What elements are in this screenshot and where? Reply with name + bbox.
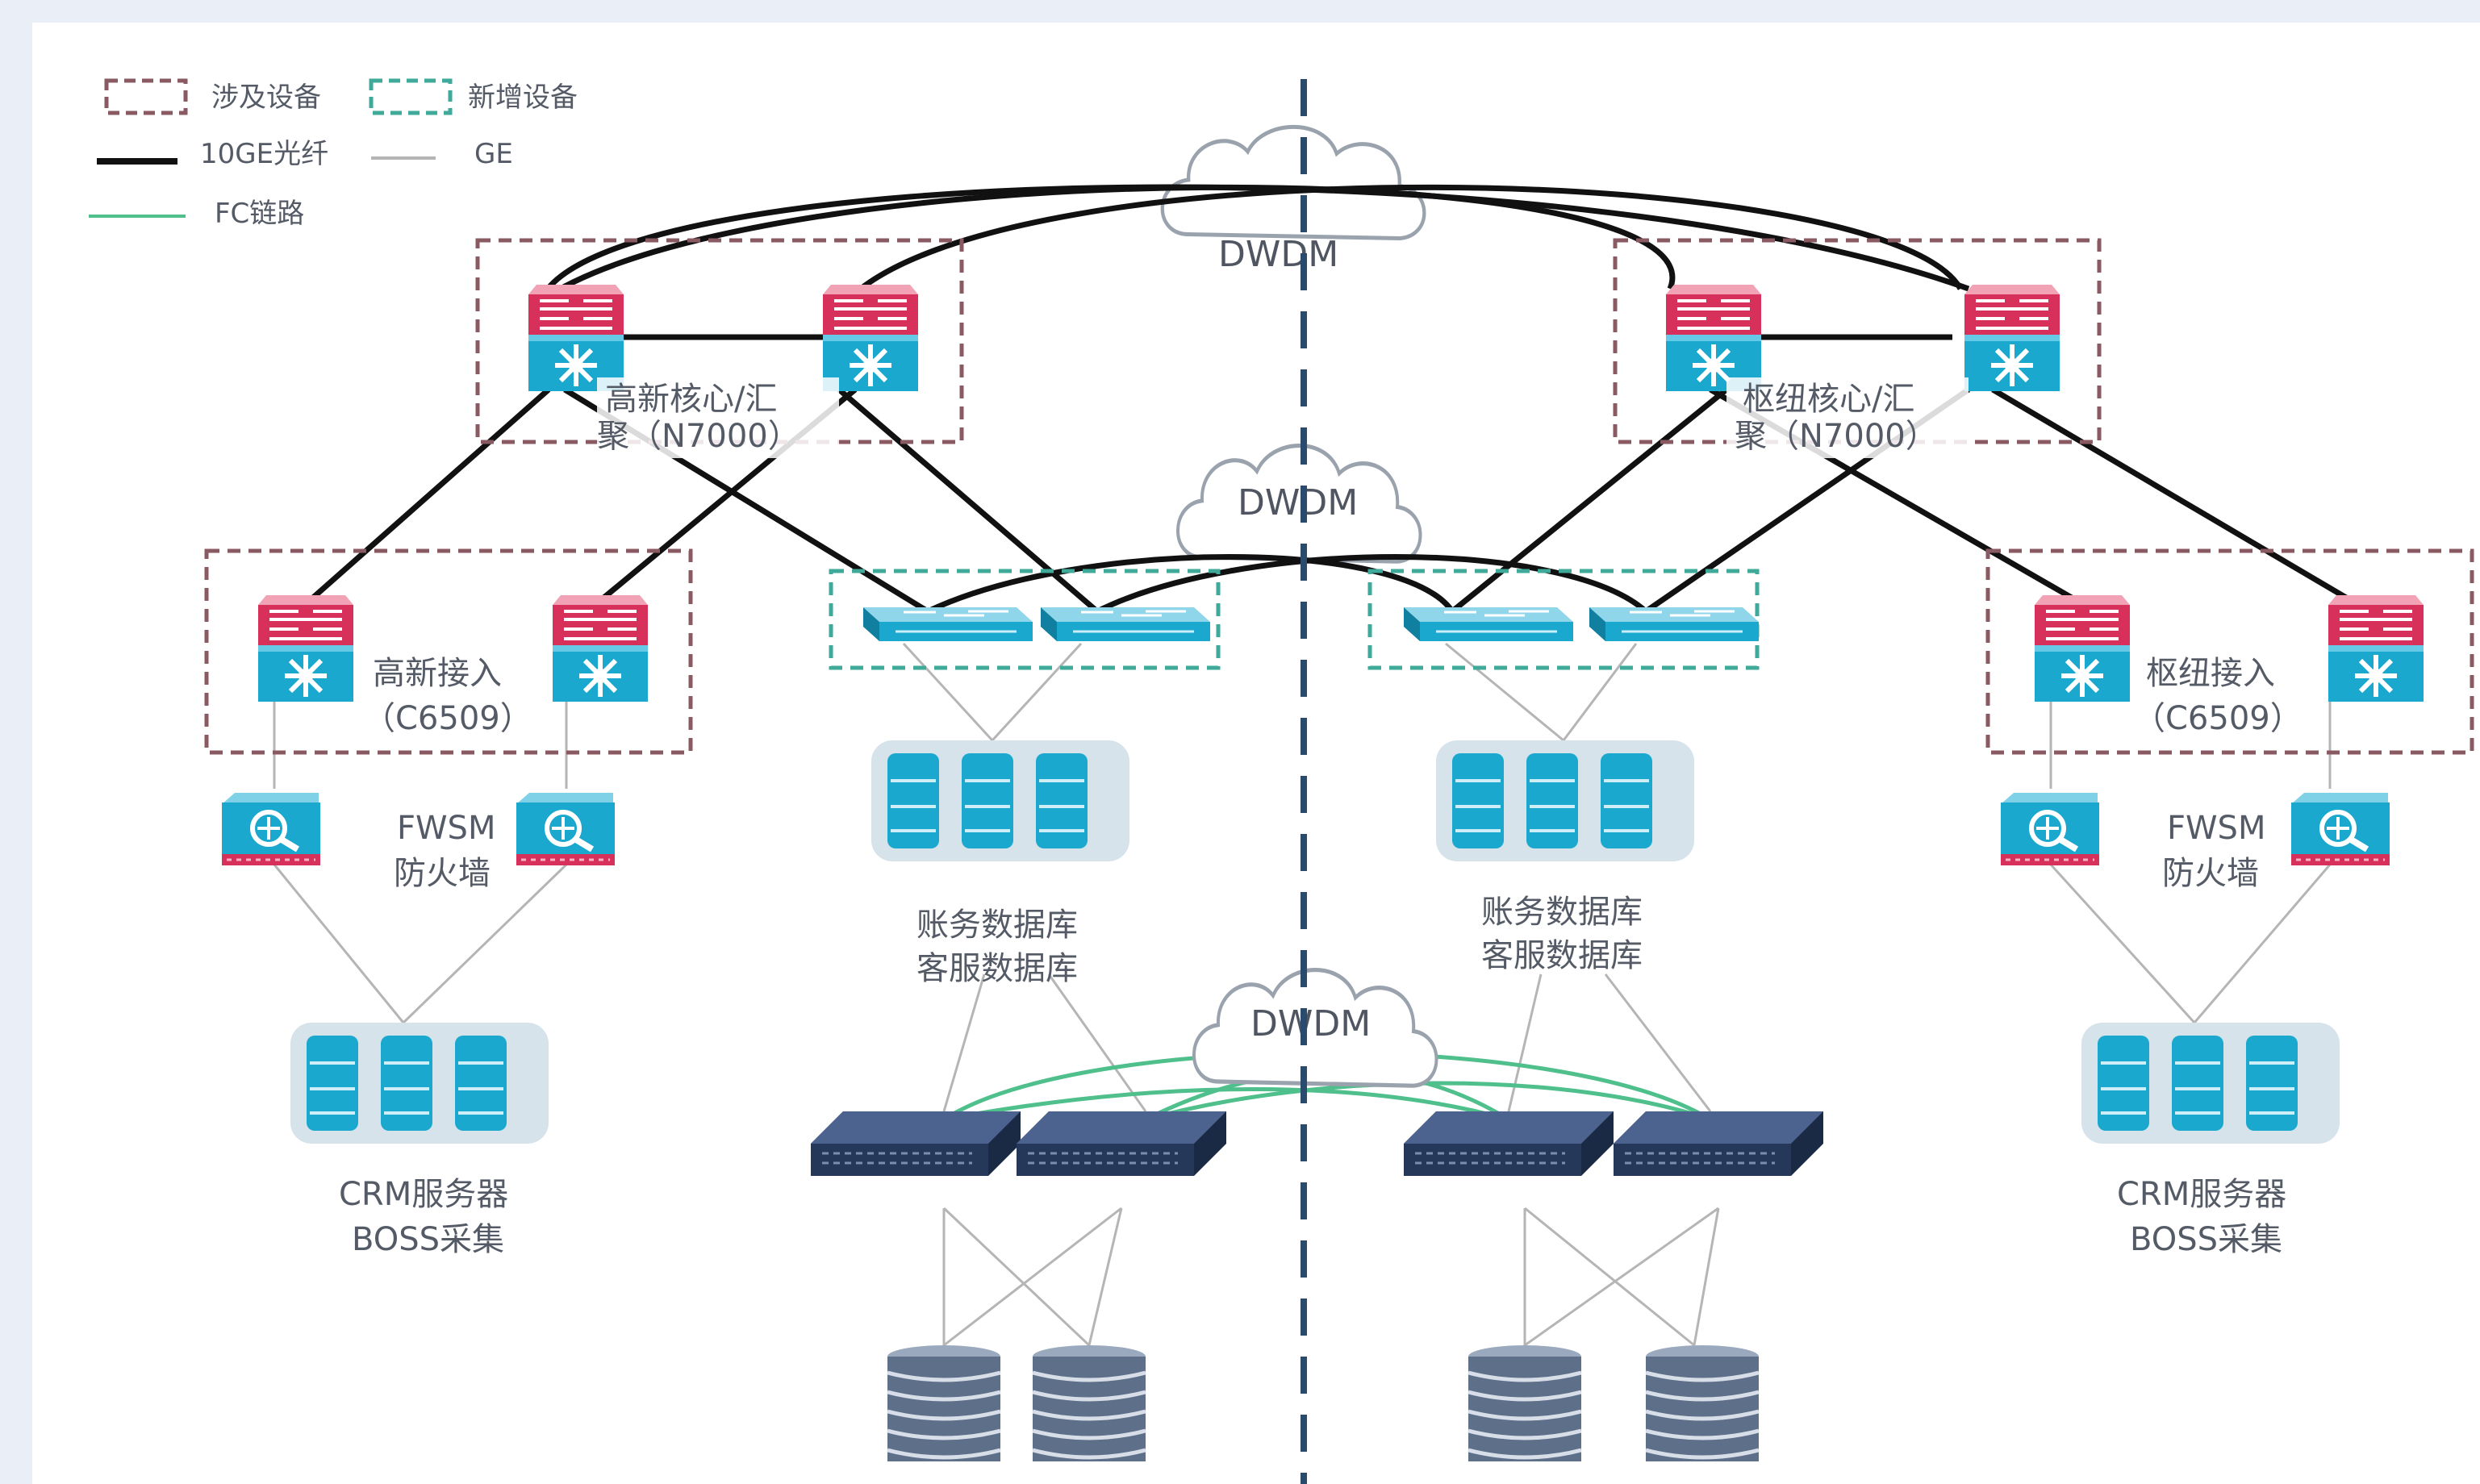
core-right-switch-2-icon [1964,285,2060,391]
access-left-switch-1-icon [258,595,353,702]
db-right-server-icon [1434,739,1696,863]
access-left-box [204,548,693,755]
disk-right-1-icon [1468,1345,1581,1461]
core-right-switch-1-icon [1666,285,1761,391]
disk-left-2-icon [1033,1345,1146,1461]
db-left-label-line1: 账务数据库 [916,907,1078,944]
dwdm-top-label: DWDM [1218,234,1338,275]
core-right-label-line1: 枢纽核心/汇 [1743,381,1914,418]
san-right-2-icon [1612,1110,1825,1178]
legend-new-swatch [369,78,453,115]
dwdm-cloud-mid: DWDM [1178,446,1421,562]
fwsm-right-label-line1: FWSM [2167,810,2265,847]
fwsm-left-label-line2: 防火墙 [394,855,491,892]
legend-fiber-label: 10GE光纤 [200,138,328,170]
network-topology-diagram: 涉及设备 新增设备 10GE光纤 GE FC链路 [89,78,2474,1484]
fwsm-left-1-icon [222,793,320,865]
crm-left-server-icon [289,1021,550,1145]
san-left-1-icon [809,1110,1022,1178]
disk-right-2-icon [1646,1345,1759,1461]
dwdm-mid-label: DWDM [1238,482,1358,523]
new-left-switch-1-icon [862,606,1034,643]
new-left-box [829,569,1221,670]
disk-left-1-icon [887,1345,1000,1461]
access-right-switch-2-icon [2328,595,2424,702]
crm-right-label-line1: CRM服务器 [2117,1176,2286,1213]
legend-ge-label: GE [474,138,513,170]
new-right-switch-1-icon [1402,606,1575,643]
access-right-label-line1: 枢纽接入 [2146,655,2275,692]
diagram-frame: 涉及设备 新增设备 10GE光纤 GE FC链路 [32,23,2480,1484]
core-left-label-line2: 聚（N7000） [597,418,800,455]
fwsm-right-1-icon [2001,793,2099,865]
access-left-label-line2: （C6509） [363,700,532,737]
crm-right-label-line2: BOSS采集 [2130,1221,2282,1258]
fwsm-right-2-icon [2291,793,2390,865]
db-left-label-line2: 客服数据库 [916,950,1078,987]
dwdm-cloud-top: DWDM [1163,127,1425,275]
legend-involved-label: 涉及设备 [211,81,321,114]
access-left-switch-2-icon [553,595,648,702]
access-left-label-line1: 高新接入 [373,655,502,692]
core-left-switch-2-icon [823,285,918,391]
legend-involved-swatch [104,78,188,115]
crm-right-server-icon [2080,1021,2341,1145]
san-right-1-icon [1402,1110,1615,1178]
core-left-label-line1: 高新核心/汇 [605,381,777,418]
db-right-label-line1: 账务数据库 [1481,894,1643,931]
crm-left-label-line1: CRM服务器 [339,1176,508,1213]
fwsm-left-2-icon [516,793,615,865]
dwdm-cloud-bottom: DWDM [1194,970,1437,1086]
dwdm-bottom-label: DWDM [1250,1003,1371,1044]
core-right-label-line2: 聚（N7000） [1735,418,1938,455]
access-right-switch-1-icon [2035,595,2130,702]
new-right-switch-2-icon [1588,606,1760,643]
fwsm-right-label-line2: 防火墙 [2162,855,2259,892]
legend: 涉及设备 新增设备 10GE光纤 GE FC链路 [89,78,578,230]
access-right-label-line2: （C6509） [2133,700,2303,737]
fwsm-left-label-line1: FWSM [397,810,495,847]
core-left-switch-1-icon [528,285,624,391]
db-right-label-line2: 客服数据库 [1481,937,1643,974]
access-right-box [1985,548,2474,755]
db-left-server-icon [870,739,1131,863]
legend-new-label: 新增设备 [468,81,578,114]
legend-fc-label: FC链路 [215,198,304,230]
crm-left-label-line2: BOSS采集 [352,1221,504,1258]
san-left-2-icon [1015,1110,1228,1178]
new-left-switch-2-icon [1039,606,1212,643]
new-right-box [1367,569,1760,670]
